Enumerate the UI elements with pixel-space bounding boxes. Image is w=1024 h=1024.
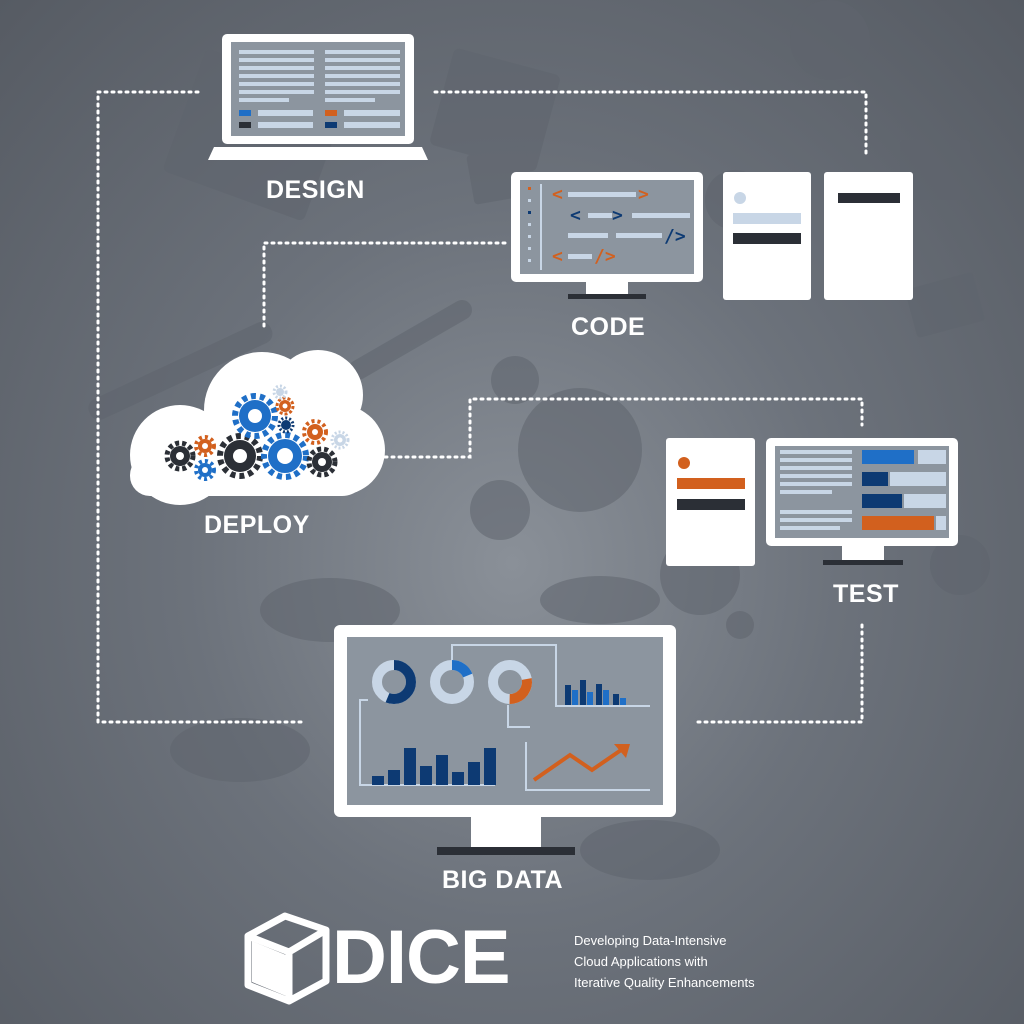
connector-design-to-code — [433, 90, 868, 160]
tagline-line-1: Developing Data-Intensive — [574, 933, 727, 948]
code-glyph-4: > — [612, 205, 623, 226]
code-label: CODE — [571, 313, 646, 341]
code-glyph-6: < — [552, 246, 563, 267]
design-label: DESIGN — [266, 176, 365, 204]
tagline-line-2: Cloud Applications with — [574, 954, 708, 969]
connector-deploy-to-test — [383, 397, 864, 459]
code-glyph-5: /> — [664, 226, 686, 247]
dice-logo-text: DICE — [332, 915, 511, 1000]
dice-tagline: Developing Data-Intensive Cloud Applicat… — [574, 930, 755, 993]
code-glyph-1: < — [552, 184, 563, 205]
connector-test-to-bigdata — [696, 623, 864, 724]
code-glyph-3: < — [570, 205, 581, 226]
deploy-gears — [164, 384, 350, 481]
trend-line-chart — [532, 744, 630, 782]
connector-code-to-deploy — [262, 241, 507, 332]
large-bar-chart — [372, 748, 496, 785]
tagline-line-3: Iterative Quality Enhancements — [574, 975, 755, 990]
donut-charts — [372, 660, 532, 704]
code-glyph-2: > — [638, 184, 649, 205]
big-data-label: BIG DATA — [442, 866, 564, 894]
small-bar-chart — [565, 680, 626, 705]
deploy-label: DEPLOY — [204, 511, 310, 539]
test-label: TEST — [833, 580, 899, 608]
connector-design-to-bigdata — [96, 90, 307, 724]
code-glyph-7: /> — [594, 246, 616, 267]
